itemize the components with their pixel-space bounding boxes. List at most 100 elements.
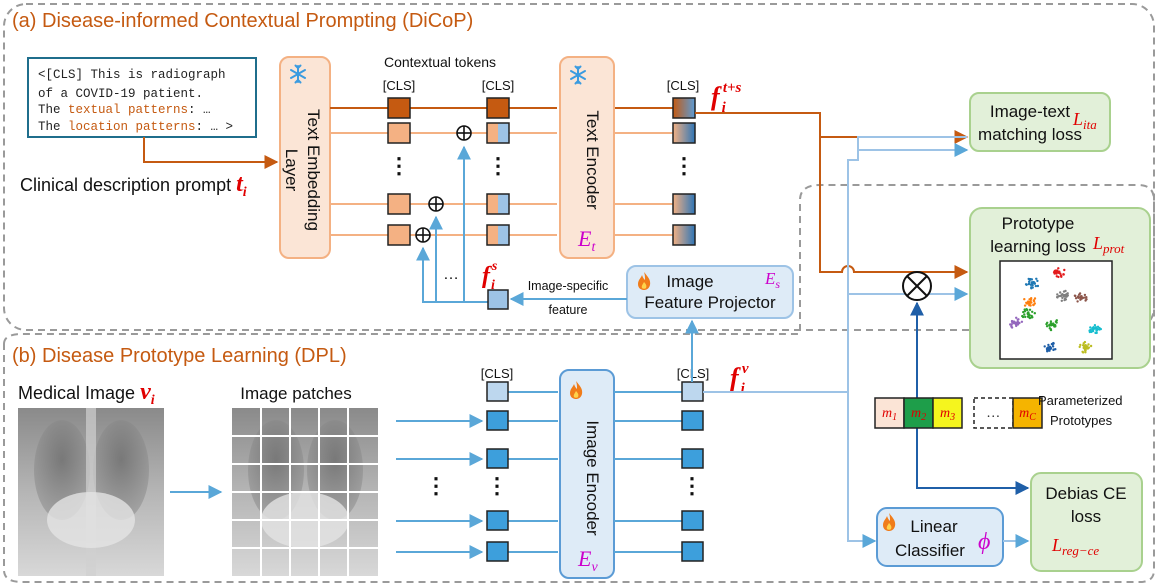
tsne-point [1053,272,1056,275]
linear-line2: Classifier [895,541,965,560]
tsne-point [1023,313,1026,316]
prototype-label: … [987,406,999,421]
tsne-point [1010,319,1014,323]
img-token-4 [486,541,509,562]
cls-label-4: [CLS] [481,366,514,381]
tsne-point [1031,310,1034,313]
image-specific-label-2: feature [549,303,588,317]
debias-loss-line2: loss [1071,507,1101,526]
medical-image-label: Medical Image vi [18,379,155,408]
tsne-point [1079,343,1082,347]
tsne-point [1036,279,1039,283]
tsne-point [1045,325,1049,328]
tsne-point [1063,268,1066,272]
prototype-label: m2 [911,406,926,423]
tsne-point [1031,281,1035,285]
tsne-point [1035,277,1038,280]
image-encoder [559,369,615,579]
tsne-point [1036,284,1040,288]
tsne-point [1027,302,1031,305]
token-3 [387,224,411,246]
vdots-4: ⋮ [425,473,447,498]
tsne-point [1048,346,1051,349]
tsne-point [1055,321,1058,324]
tsne-point [1030,297,1033,300]
tsne-point [1030,316,1034,319]
img-token-1 [486,410,509,431]
tsne-point [1031,284,1034,287]
tsne-point [1061,296,1064,300]
otimes-icon [902,271,932,301]
section-b-title: (b) Disease Prototype Learning (DPL) [12,345,347,367]
image-specific-label-1: Image-specific [528,279,609,293]
tsne-point [1081,350,1084,353]
tsne-point [1020,320,1024,323]
tsne-point [1010,323,1013,326]
linear-symbol: ϕ [978,529,990,555]
linear-line1: Linear [910,517,958,536]
token-5 [486,193,510,215]
tsne-point [1095,331,1098,335]
token-2 [387,193,411,215]
tsne-point [1084,299,1087,302]
tsne-point [1032,300,1036,303]
tsne-point [1059,291,1062,294]
tsne-point [1082,346,1085,350]
proto-loss-line1: Prototype [1002,214,1075,233]
token-6 [486,224,510,246]
tsne-point [1023,304,1027,307]
tsne-point [1014,321,1017,324]
tsne-point [1010,326,1014,329]
tsne-point [1065,292,1069,296]
tsne-point [1078,293,1081,296]
proto-loss-line2: learning loss [990,237,1085,256]
tsne-point [1060,299,1064,302]
tsne-point [1078,345,1081,349]
proto-to-debias-arrow [916,428,1030,495]
prototype-cell [973,397,1014,429]
tsne-point [1065,295,1068,298]
prompt-line-1: <[CLS] This is radiograph [38,68,226,82]
tsne-point [1016,318,1019,321]
text-embedding-layer [279,56,331,259]
tsne-point [1080,297,1084,300]
vdots-5: ⋮ [486,473,508,498]
img-to-classifier-arrow [847,392,877,548]
token-cls-2 [486,97,510,119]
projector-symbol: Es [764,269,780,291]
image-encoder-label: Image Encoder [583,420,602,536]
tsne-point [1052,322,1055,325]
image-patches [232,408,378,576]
oplus-icon [456,125,472,141]
ellipsis-fs: … [443,266,459,283]
clinical-prompt-label: Clinical description prompt ti [20,171,247,200]
tsne-point [1056,271,1059,274]
tsne-point [1045,348,1049,351]
tsne-point [1099,327,1103,331]
tsne-point [1057,294,1061,298]
img-token-3 [486,510,509,531]
tsne-point [1028,316,1031,319]
tsne-point [1093,324,1097,327]
prototype-label: m1 [882,406,897,423]
img-token-2 [486,448,509,469]
prompt-arrow [143,137,279,169]
image-encoder-symbol: Ev [577,546,598,575]
tsne-point [1048,324,1051,327]
tsne-point [1023,315,1027,319]
prototype-cell [1012,397,1043,429]
tsne-point [1043,345,1046,348]
debias-loss-line1: Debias CE [1045,484,1126,503]
tsne-point [1076,300,1079,303]
tsne-point [1057,267,1060,270]
vdots-2: ⋮ [487,153,509,178]
debias-loss-box [1030,472,1143,572]
cls-label-1: [CLS] [383,78,416,93]
tsne-point [1083,293,1087,297]
image-specific-feature-token [487,289,509,310]
text-encoder-label: Text Encoder [583,110,602,210]
tsne-point [1057,275,1060,279]
tsne-point [1027,277,1030,281]
